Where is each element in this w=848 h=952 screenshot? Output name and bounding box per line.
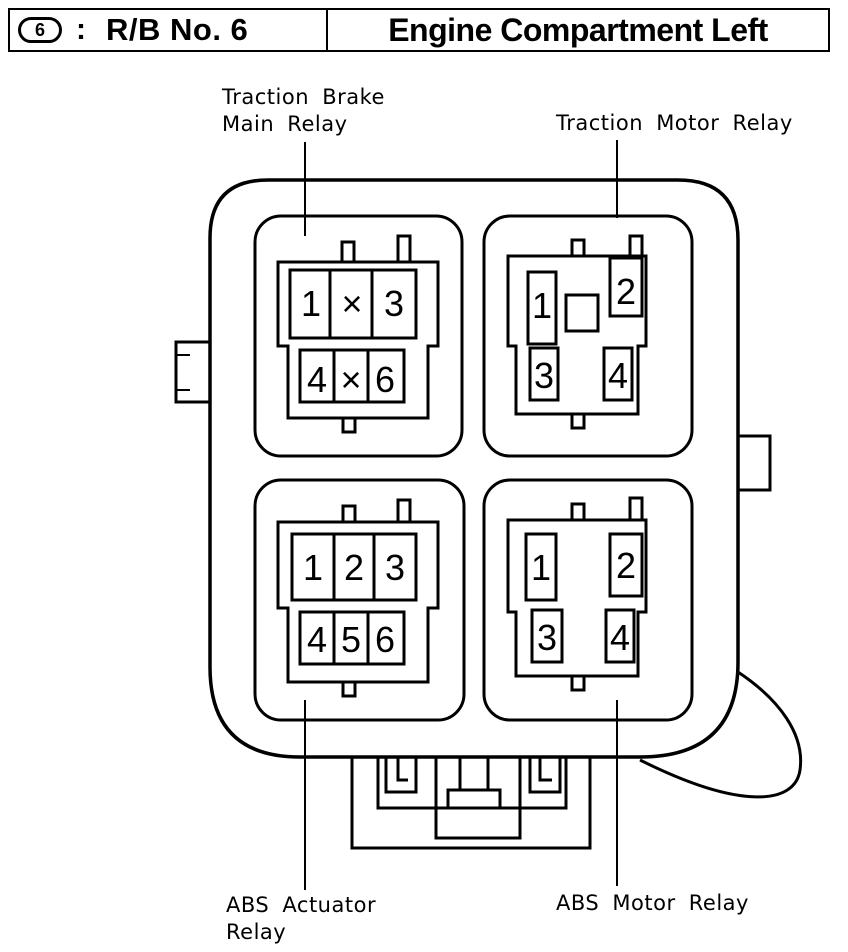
aa-pin-4: 4 [307, 619, 327, 660]
tbm-pin-4: 4 [307, 359, 327, 400]
right-side-tab [737, 434, 772, 492]
badge-number: 6 [18, 17, 62, 43]
tbm-pin-1: 1 [301, 283, 321, 324]
socket-top-left [253, 214, 464, 458]
header-location-cell: Engine Compartment Left [328, 10, 828, 50]
header-colon: : [76, 13, 86, 46]
label-tbm-line1: Traction Brake [222, 85, 385, 109]
cable-loop [639, 670, 803, 799]
tbm-pin-3: 3 [384, 283, 404, 324]
tm-pin-1: 1 [532, 285, 552, 326]
am-pin-4: 4 [610, 617, 630, 658]
tm-pin-4: 4 [608, 355, 628, 396]
block-id: R/B No. 6 [106, 12, 249, 47]
socket-top-right [482, 214, 694, 458]
socket-bottom-left [253, 478, 466, 722]
am-pin-3: 3 [537, 617, 557, 658]
label-traction-motor-relay: Traction Motor Relay [556, 110, 793, 137]
label-am-line1: ABS Motor Relay [556, 891, 749, 915]
aa-pin-1: 1 [303, 547, 323, 588]
label-traction-brake-main-relay: Traction Brake Main Relay [222, 84, 385, 138]
label-abs-actuator-relay: ABS Actuator Relay [226, 892, 376, 946]
tbm-pin-6: 6 [375, 359, 395, 400]
tbm-pin-x2: × [340, 359, 361, 400]
aa-pin-2: 2 [344, 547, 364, 588]
am-pin-1: 1 [531, 547, 551, 588]
traction-motor-relay [506, 234, 648, 430]
aa-pin-3: 3 [385, 547, 405, 588]
label-tm-line1: Traction Motor Relay [556, 111, 793, 135]
tm-pin-3: 3 [534, 355, 554, 396]
header-id-cell: 6 : R/B No. 6 [10, 10, 328, 50]
aa-pin-5: 5 [341, 619, 361, 660]
header-bar: 6 : R/B No. 6 Engine Compartment Left [8, 8, 830, 52]
socket-bottom-right [482, 478, 694, 722]
label-aa-line2: Relay [226, 920, 287, 944]
abs-actuator-relay [276, 498, 440, 698]
bottom-connector [350, 757, 592, 850]
abs-motor-relay [506, 496, 648, 692]
aa-pin-6: 6 [375, 619, 395, 660]
tm-pin-2: 2 [616, 271, 636, 312]
traction-brake-main-relay [276, 234, 440, 434]
am-pin-2: 2 [616, 545, 636, 586]
block-housing [208, 178, 740, 759]
label-aa-line1: ABS Actuator [226, 893, 377, 917]
label-tbm-line2: Main Relay [222, 112, 348, 136]
label-abs-motor-relay: ABS Motor Relay [556, 890, 749, 917]
left-side-tab [174, 340, 210, 404]
tbm-pin-x1: × [341, 283, 362, 324]
location-title: Engine Compartment Left [388, 11, 768, 48]
